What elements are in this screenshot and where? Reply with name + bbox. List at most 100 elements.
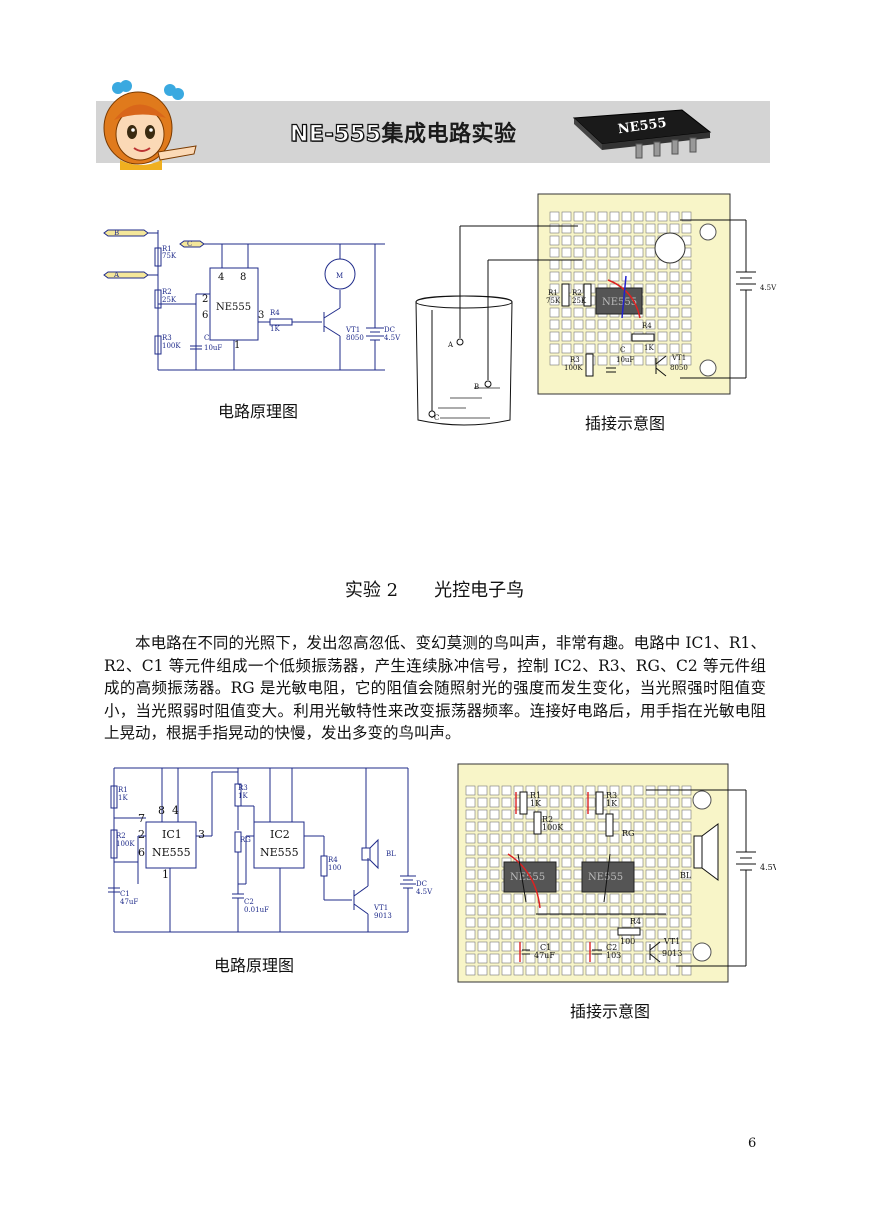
breadboard-hole <box>561 917 572 928</box>
breadboard-hole <box>681 857 692 868</box>
breadboard-hole <box>597 331 608 342</box>
breadboard-hole <box>561 833 572 844</box>
mascot-girl-illustration <box>103 80 197 170</box>
bb1-vt1-value: 8050 <box>670 364 688 372</box>
breadboard-hole <box>621 331 632 342</box>
breadboard-hole <box>681 797 692 808</box>
breadboard-hole <box>609 917 620 928</box>
breadboard-hole <box>585 247 596 258</box>
breadboard-hole <box>573 271 584 282</box>
breadboard-hole <box>501 833 512 844</box>
bb2-battery-label: 4.5V <box>760 863 776 872</box>
breadboard-hole <box>681 809 692 820</box>
s2-rg-label: RG <box>240 836 251 844</box>
breadboard-hole <box>489 797 500 808</box>
breadboard-hole <box>609 953 620 964</box>
breadboard-hole <box>477 941 488 952</box>
breadboard-hole <box>597 343 608 354</box>
breadboard-hole <box>549 343 560 354</box>
breadboard-hole <box>657 965 668 976</box>
breadboard-hole <box>489 845 500 856</box>
breadboard-hole <box>669 845 680 856</box>
breadboard-hole <box>561 319 572 330</box>
breadboard-hole <box>669 797 680 808</box>
breadboard-hole <box>681 869 692 880</box>
breadboard-hole <box>633 881 644 892</box>
breadboard-hole <box>585 271 596 282</box>
bb1-c-name: C <box>620 346 625 354</box>
breadboard-hole <box>465 965 476 976</box>
breadboard-hole <box>633 833 644 844</box>
breadboard-hole <box>573 809 584 820</box>
c-value: 10uF <box>204 344 222 352</box>
breadboard-hole <box>657 295 668 306</box>
breadboard-hole <box>681 259 692 270</box>
breadboard-hole <box>561 809 572 820</box>
breadboard-hole <box>513 917 524 928</box>
breadboard-hole <box>549 797 560 808</box>
breadboard-hole <box>537 953 548 964</box>
breadboard-hole <box>465 797 476 808</box>
breadboard-hole <box>597 355 608 366</box>
breadboard-hole <box>537 833 548 844</box>
breadboard-hole <box>513 893 524 904</box>
breadboard-hole <box>501 821 512 832</box>
breadboard-hole <box>669 833 680 844</box>
breadboard-hole <box>669 965 680 976</box>
bb2-bl-label: BL <box>680 871 692 880</box>
breadboard-hole <box>597 235 608 246</box>
breadboard-hole <box>657 881 668 892</box>
breadboard-hole <box>633 271 644 282</box>
breadboard-hole <box>621 809 632 820</box>
beaker-c-label: C <box>434 414 439 422</box>
breadboard-hole <box>645 235 656 246</box>
s2-pin2: 2 <box>138 828 145 841</box>
breadboard-hole <box>633 797 644 808</box>
r1-name: R1 <box>162 245 172 253</box>
breadboard-hole <box>549 211 560 222</box>
breadboard-hole <box>549 271 560 282</box>
breadboard-hole <box>621 917 632 928</box>
breadboard-hole <box>621 797 632 808</box>
breadboard-hole <box>597 941 608 952</box>
breadboard-hole <box>645 355 656 366</box>
breadboard-hole <box>645 271 656 282</box>
section-title: 实验 2 光控电子鸟 <box>344 580 525 601</box>
breadboard-hole <box>609 941 620 952</box>
breadboard-hole <box>477 929 488 940</box>
bb2-r1-name: R1 <box>530 791 541 800</box>
breadboard-hole <box>477 881 488 892</box>
breadboard-hole <box>549 319 560 330</box>
breadboard-hole <box>621 235 632 246</box>
breadboard-hole <box>657 869 668 880</box>
breadboard-hole <box>633 953 644 964</box>
s2-r1-value: 1K <box>118 794 128 802</box>
breadboard-hole <box>549 941 560 952</box>
breadboard-hole <box>501 929 512 940</box>
breadboard-hole <box>573 355 584 366</box>
dc-name: DC <box>384 326 395 334</box>
breadboard-hole <box>585 785 596 796</box>
s2-ic1-name: IC1 <box>162 828 182 841</box>
breadboard-hole <box>465 785 476 796</box>
breadboard-hole <box>669 343 680 354</box>
breadboard-hole <box>621 833 632 844</box>
schematic-caption-1: 电路原理图 <box>218 402 299 421</box>
breadboard-hole <box>561 797 572 808</box>
breadboard-hole <box>681 893 692 904</box>
breadboard-hole <box>465 893 476 904</box>
breadboard-hole <box>633 905 644 916</box>
breadboard-hole <box>561 343 572 354</box>
breadboard-hole <box>477 893 488 904</box>
breadboard-hole <box>537 905 548 916</box>
breadboard-hole <box>633 223 644 234</box>
breadboard-hole <box>489 941 500 952</box>
motor-circuit-schematic: B A C R1 75K R2 25K R3 100K C 10uF R4 1K… <box>103 229 401 371</box>
breadboard-hole <box>657 307 668 318</box>
breadboard-hole <box>501 809 512 820</box>
breadboard-hole <box>465 821 476 832</box>
breadboard-hole <box>645 869 656 880</box>
breadboard-hole <box>501 941 512 952</box>
breadboard-hole <box>669 905 680 916</box>
breadboard-hole <box>657 809 668 820</box>
